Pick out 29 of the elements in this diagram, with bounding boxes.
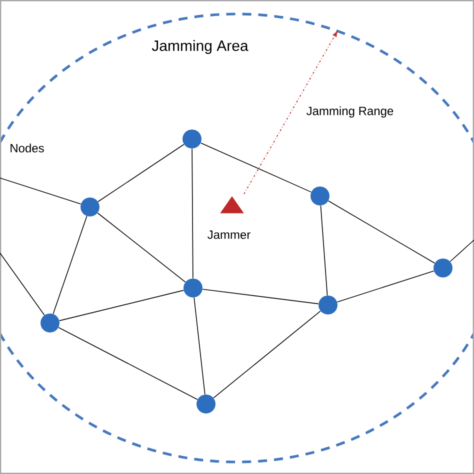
node-caption: Jammer	[208, 230, 250, 239]
link-line	[192, 148, 194, 279]
link-line	[0, 178, 82, 204]
link-line	[213, 310, 321, 398]
network-node	[434, 258, 452, 278]
link-line	[98, 144, 184, 202]
network-node	[318, 296, 338, 314]
link-line	[320, 205, 328, 296]
link-line	[200, 142, 312, 192]
network-node	[196, 394, 216, 414]
link-line	[194, 297, 206, 395]
text-label: Jamming Area	[152, 40, 248, 54]
link-line	[0, 252, 45, 316]
network-node	[184, 278, 202, 298]
text-label: Jamming Range	[306, 106, 394, 118]
link-line	[202, 288, 319, 304]
network-node	[310, 186, 330, 206]
network-node	[40, 314, 60, 332]
network-node	[182, 130, 202, 148]
link-line	[58, 327, 198, 400]
network-node	[80, 198, 100, 216]
jammer-triangle	[220, 196, 244, 214]
link-line	[59, 290, 184, 322]
link-line	[52, 216, 88, 314]
text-label: Nodes	[10, 144, 44, 152]
link-line	[328, 200, 436, 264]
link-line	[97, 212, 186, 282]
link-line	[336, 270, 434, 302]
link-line	[450, 240, 474, 262]
